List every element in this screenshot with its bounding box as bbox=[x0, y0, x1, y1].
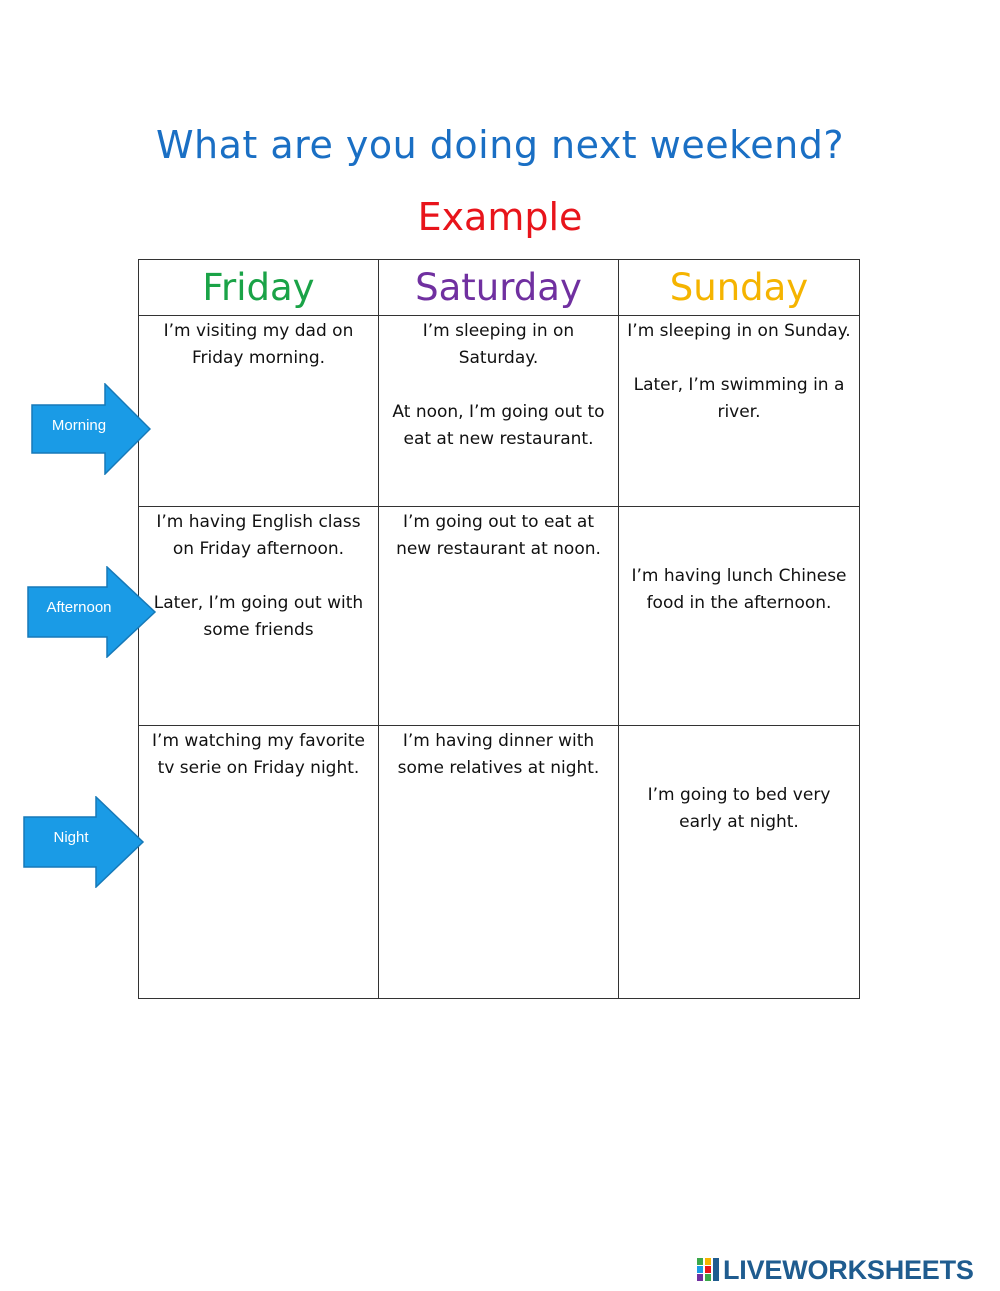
cell-text: I’m having English class on Friday after… bbox=[156, 512, 361, 559]
cell-text: I’m watching my favorite tv serie on Fri… bbox=[152, 731, 365, 778]
cell-text: I’m going out to eat at new restaurant a… bbox=[396, 512, 601, 559]
cell-text: I’m sleeping in on Sunday. bbox=[627, 321, 851, 341]
cell-sunday-afternoon: I’m having lunch Chinese food in the aft… bbox=[618, 506, 860, 726]
cell-saturday-morning: I’m sleeping in on Saturday. At noon, I’… bbox=[378, 315, 619, 507]
cell-text: I’m having dinner with some relatives at… bbox=[397, 731, 600, 778]
example-label: Example bbox=[417, 195, 583, 239]
cell-text: At noon, I’m going out to eat at new res… bbox=[392, 402, 605, 449]
cell-text: I’m sleeping in on Saturday. bbox=[422, 321, 575, 368]
column-header-saturday: Saturday bbox=[378, 259, 619, 316]
cell-friday-afternoon: I’m having English class on Friday after… bbox=[138, 506, 379, 726]
page-title: What are you doing next weekend? bbox=[155, 123, 845, 167]
arrow-label-morning: Morning bbox=[51, 417, 107, 434]
column-header-sunday: Sunday bbox=[618, 259, 860, 316]
liveworksheets-logo-text: LIVEWORKSHEETS bbox=[723, 1255, 974, 1285]
table-header-row: Friday Saturday Sunday bbox=[138, 259, 860, 316]
cell-friday-night: I’m watching my favorite tv serie on Fri… bbox=[138, 725, 379, 999]
right-arrow-icon bbox=[27, 566, 157, 658]
table-row-morning: I’m visiting my dad on Friday morning. I… bbox=[138, 315, 860, 507]
cell-saturday-night: I’m having dinner with some relatives at… bbox=[378, 725, 619, 999]
right-arrow-icon bbox=[23, 796, 145, 888]
arrow-night: Night bbox=[23, 796, 145, 888]
cell-text: Later, I’m swimming in a river. bbox=[633, 375, 845, 422]
table-row-afternoon: I’m having English class on Friday after… bbox=[138, 506, 860, 726]
cell-text: I’m having lunch Chinese food in the aft… bbox=[631, 566, 847, 613]
liveworksheets-logo-icon bbox=[697, 1258, 719, 1281]
right-arrow-icon bbox=[31, 383, 151, 475]
column-header-friday: Friday bbox=[138, 259, 379, 316]
weekend-schedule-table: Friday Saturday Sunday I’m visiting my d… bbox=[138, 259, 860, 999]
arrow-morning: Morning bbox=[31, 383, 151, 475]
cell-text: I’m visiting my dad on Friday morning. bbox=[163, 321, 354, 368]
cell-friday-morning: I’m visiting my dad on Friday morning. bbox=[138, 315, 379, 507]
arrow-afternoon: Afternoon bbox=[27, 566, 157, 658]
cell-sunday-morning: I’m sleeping in on Sunday. Later, I’m sw… bbox=[618, 315, 860, 507]
cell-text: I’m going to bed very early at night. bbox=[647, 785, 831, 832]
arrow-label-afternoon: Afternoon bbox=[46, 599, 112, 616]
cell-sunday-night: I’m going to bed very early at night. bbox=[618, 725, 860, 999]
liveworksheets-logo: LIVEWORKSHEETS bbox=[697, 1255, 997, 1285]
arrow-label-night: Night bbox=[53, 829, 89, 846]
cell-saturday-afternoon: I’m going out to eat at new restaurant a… bbox=[378, 506, 619, 726]
cell-text: Later, I’m going out with some friends bbox=[153, 593, 364, 640]
table-row-night: I’m watching my favorite tv serie on Fri… bbox=[138, 725, 860, 999]
